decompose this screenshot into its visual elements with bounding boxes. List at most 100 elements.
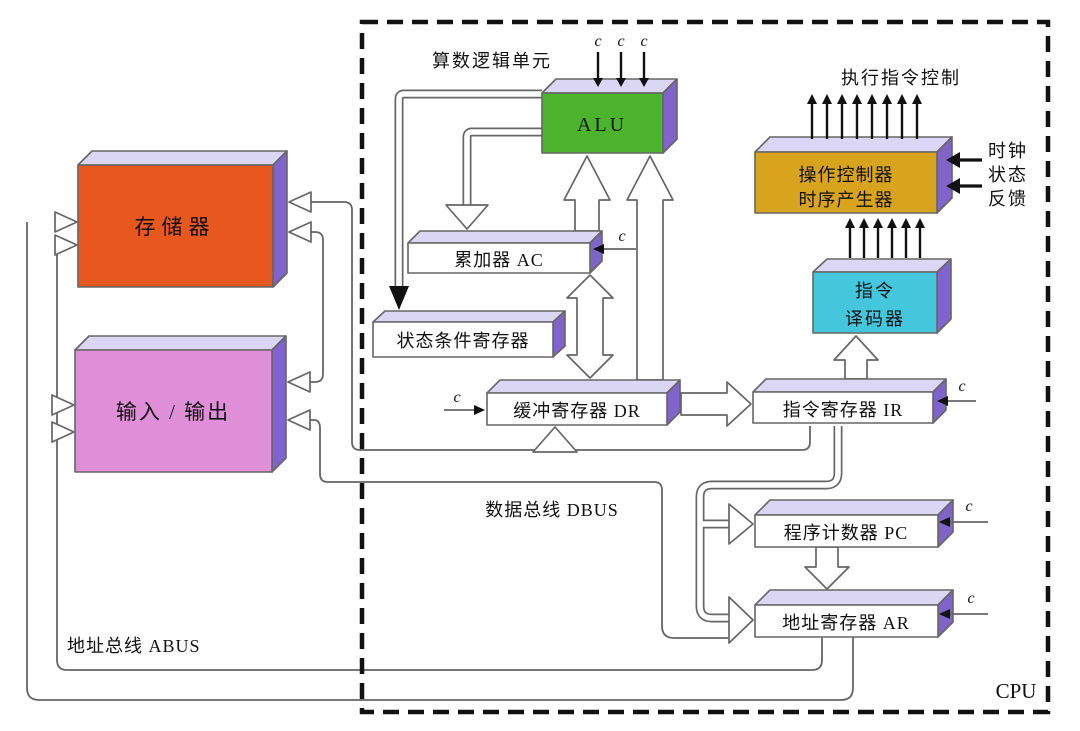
operation-controller-box: 操作控制器 时序产生器 — [754, 136, 953, 214]
abus-to-io-arrowhead — [51, 394, 75, 416]
decoder-label-line2: 译码器 — [845, 309, 905, 329]
dr-c-label: c — [453, 389, 460, 406]
status-register-box: 状态条件寄存器 — [372, 310, 566, 358]
dbus-to-dr-arrowhead — [532, 426, 578, 453]
decoder-side-face — [936, 258, 952, 334]
buffer-register-box: 缓冲寄存器 DR — [486, 379, 681, 426]
exec-control-label: 执行指令控制 — [841, 68, 961, 88]
alu-unit-label: 算数逻辑单元 — [432, 51, 552, 71]
clock-state-feedback-arrows — [946, 152, 982, 194]
ir-top-face — [752, 378, 947, 393]
controller-label-line2: 时序产生器 — [799, 190, 894, 210]
pc-front-face — [754, 514, 939, 548]
dbus-io-line — [310, 419, 728, 639]
alu-top-face — [541, 78, 678, 94]
instruction-register-box: 指令寄存器 IR — [752, 378, 947, 424]
alu-c2-label: c — [617, 33, 624, 50]
register-feed-channels — [394, 89, 843, 623]
pc-c-arrow — [939, 517, 950, 527]
state-label: 状态 — [988, 165, 1028, 185]
alu-c1-label: c — [594, 33, 601, 50]
ar-label: 地址寄存器 AR — [782, 613, 910, 633]
ir-label: 指令寄存器 IR — [783, 400, 904, 420]
pc-label: 程序计数器 PC — [784, 523, 909, 543]
ac-c-arrow — [593, 244, 604, 254]
alu-side-face — [662, 78, 678, 154]
status-register-label: 状态条件寄存器 — [397, 331, 530, 351]
memory-front-face — [77, 164, 274, 288]
abus-to-io-arrowhead-2 — [51, 421, 75, 443]
ar-top-face — [754, 589, 954, 606]
clock-label: 时钟 — [988, 141, 1028, 161]
link-to-memory-arrowhead — [288, 221, 312, 243]
dbus-to-memory-arrowhead — [288, 191, 312, 213]
accumulator-box: 累加器 AC — [407, 230, 603, 274]
dr-top-face — [486, 379, 681, 394]
decoder-output-arrows — [845, 218, 925, 258]
abus-outer-line — [26, 222, 854, 701]
alu-label: ALU — [577, 114, 627, 136]
ac-c-label: c — [618, 228, 625, 245]
dbus-to-io-arrowhead — [287, 409, 311, 431]
abus-inner-line — [56, 245, 823, 671]
data-bus-label: 数据总线 DBUS — [485, 500, 619, 520]
memory-label: 存储器 — [135, 215, 216, 239]
controller-output-arrows — [807, 94, 922, 139]
alu-control-arrows — [593, 52, 649, 87]
alu-box: ALU — [541, 78, 678, 154]
cpu-label: CPU — [996, 679, 1037, 703]
ac-dr-double-arrow — [566, 274, 614, 379]
ac-top-face — [407, 230, 603, 244]
dr-c-arrow — [474, 405, 485, 415]
decoder-label-line1: 指令 — [855, 281, 895, 301]
alu-c3-label: c — [640, 33, 647, 50]
ar-front-face — [754, 604, 939, 638]
memory-side-face — [272, 150, 288, 288]
memory-top-face — [77, 150, 288, 166]
dr-front-face — [486, 392, 668, 426]
dr-to-ir-arrow — [680, 381, 752, 427]
address-register-box: 地址寄存器 AR — [754, 589, 954, 638]
data-bus-lines — [310, 201, 811, 639]
feedback-label: 反馈 — [988, 189, 1028, 209]
io-top-face — [74, 335, 287, 351]
ac-front-face — [407, 242, 591, 274]
ir-to-decoder-arrow — [833, 335, 879, 380]
address-bus-lines — [26, 222, 854, 701]
dr-to-alu-arrow — [626, 155, 674, 381]
alu-to-ac-arrowhead — [445, 204, 489, 230]
io-front-face — [74, 349, 273, 473]
dr-label: 缓冲寄存器 DR — [513, 401, 641, 421]
block-arrows — [51, 155, 879, 644]
ac-to-alu-arrow — [563, 155, 611, 232]
program-counter-box: 程序计数器 PC — [754, 499, 954, 548]
io-box: 输入 / 输出 — [74, 335, 287, 473]
pc-to-ar-arrow — [804, 546, 850, 590]
status-front-face — [372, 321, 554, 358]
controller-front-face — [754, 151, 938, 214]
io-side-face — [271, 335, 287, 473]
register-control-signals — [444, 244, 988, 619]
ir-front-face — [752, 391, 934, 424]
decoder-front-face — [812, 271, 938, 334]
ar-c-label: c — [967, 590, 974, 607]
feed-to-ar-arrowhead — [728, 596, 754, 644]
dbus-memory-line — [311, 201, 811, 451]
pc-top-face — [754, 499, 954, 516]
controller-label-line1: 操作控制器 — [799, 165, 894, 185]
alu-to-status-arrowhead — [389, 286, 409, 310]
memory-io-line — [310, 231, 324, 383]
cpu-boundary — [359, 19, 1051, 715]
decoder-top-face — [812, 258, 952, 273]
address-bus-label: 地址总线 ABUS — [67, 636, 201, 656]
ir-c-arrow — [937, 396, 948, 406]
memory-box: 存储器 — [77, 150, 288, 288]
controller-top-face — [754, 136, 953, 153]
feed-to-pc-arrowhead — [728, 503, 754, 545]
alu-front-face — [541, 92, 664, 154]
abus-to-memory-arrowhead-2 — [54, 234, 78, 256]
ir-c-label: c — [958, 378, 965, 395]
status-top-face — [372, 310, 566, 323]
link-to-io-arrowhead — [287, 371, 311, 393]
